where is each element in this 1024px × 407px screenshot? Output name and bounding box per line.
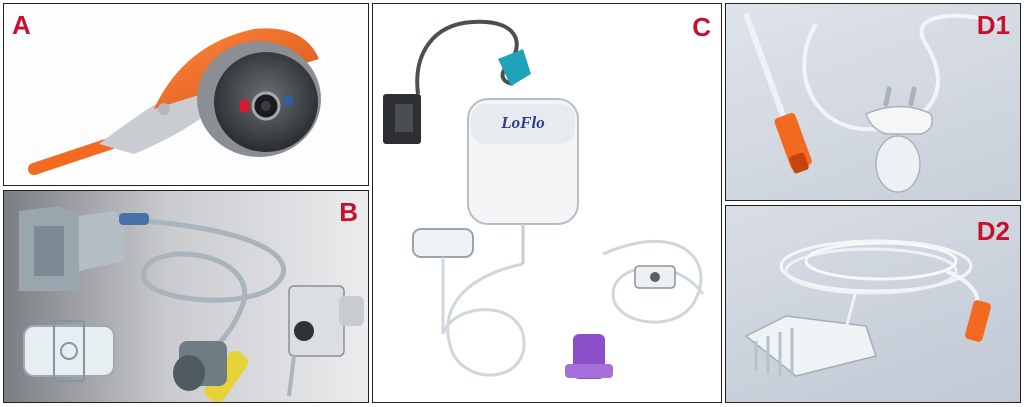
mainstream-co2-sensor-image (28, 28, 321, 175)
panel-c: LoFlo C (372, 3, 722, 403)
panel-d1-label: D1 (976, 10, 1010, 40)
panel-d1: D1 (725, 3, 1021, 201)
panel-a: A (3, 3, 369, 186)
panel-c-label: C (692, 12, 711, 42)
nasal-cannula-image (743, 12, 1007, 193)
loflo-sidestream-module-image: LoFlo (383, 19, 705, 379)
co2-sensor-and-adapter-image (19, 206, 364, 402)
panel-d2-label: D2 (976, 216, 1010, 246)
panel-d2: D2 (725, 205, 1021, 403)
panel-b-label: B (339, 197, 358, 227)
loflo-logo: LoFlo (500, 113, 544, 132)
panel-a-label: A (12, 10, 31, 40)
sampling-line-image (744, 239, 991, 377)
panel-b: B (3, 190, 369, 403)
